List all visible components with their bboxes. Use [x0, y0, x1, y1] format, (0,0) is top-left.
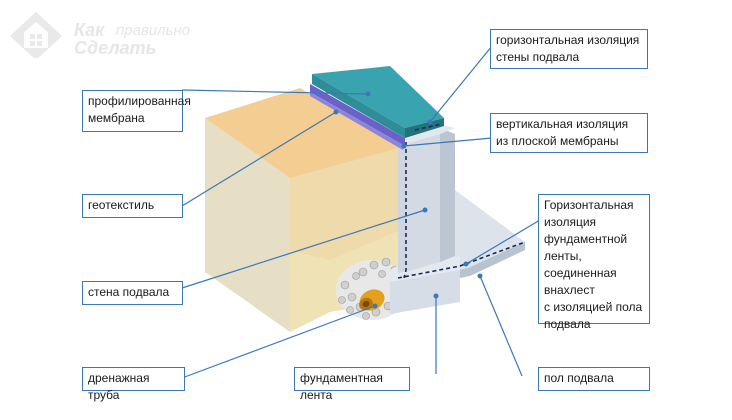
label-vertical-insulation: вертикальная изоляция из плоской мембран…: [490, 113, 648, 153]
drain-pipe-shape: [359, 289, 385, 311]
leader-dots: [333, 91, 483, 309]
foundation-strip-front: [390, 270, 460, 314]
label-basement-floor: пол подвала: [538, 367, 650, 391]
cap-front: [312, 74, 405, 138]
logo-word-kak: Как: [74, 20, 105, 40]
basement-wall-front: [406, 128, 440, 272]
basement-wall-side: [440, 128, 455, 262]
geotextile-strip: [310, 92, 405, 150]
label-profiled-membrane: профилированная мембрана: [82, 90, 191, 132]
label-geotextile: геотекстиль: [82, 194, 183, 218]
profiled-membrane-strip: [310, 84, 405, 146]
logo-word-pravilno: правильно: [116, 22, 191, 39]
insulation-dashed-lines: [397, 123, 526, 279]
label-basement-wall: стена подвала: [82, 281, 183, 305]
leader-lines: [181, 45, 541, 379]
label-drain-pipe: дренажная труба: [82, 367, 185, 402]
soil-left-face: [205, 118, 290, 332]
label-horizontal-wall-insulation: горизонтальная изоляция стены подвала: [490, 29, 648, 69]
house-logo-icon: [10, 12, 62, 60]
cap-top: [312, 66, 444, 128]
site-logo: Как правильно Сделать: [6, 8, 226, 60]
logo-word-sdelat: Сделать: [74, 38, 157, 58]
label-horizontal-foundation-insulation: Горизонтальная изоляция фундаментной лен…: [538, 194, 650, 331]
vertical-membrane: [398, 142, 406, 274]
label-foundation-strip: фундаментная лента: [294, 367, 410, 402]
